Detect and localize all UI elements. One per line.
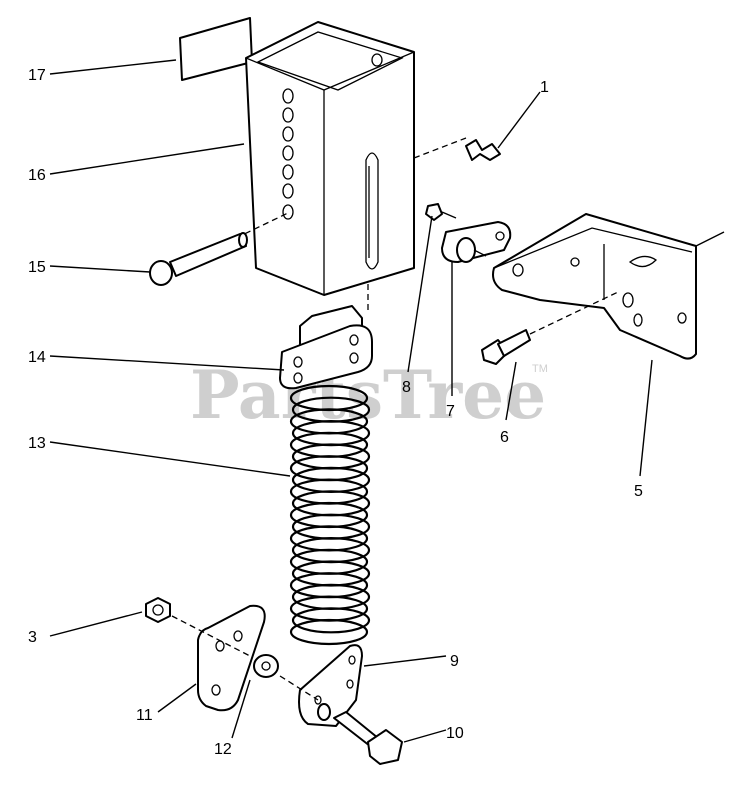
- part-13-spring[interactable]: [289, 384, 371, 646]
- part-9-lower-bracket[interactable]: [279, 644, 363, 727]
- callout-12: 12: [214, 741, 232, 758]
- part-12-washer[interactable]: [253, 654, 279, 678]
- callout-8: 8: [402, 379, 411, 396]
- part-3-lock-nut[interactable]: [145, 597, 171, 623]
- part-17-decal[interactable]: [179, 17, 253, 81]
- part-14-spacer-bracket[interactable]: [279, 305, 373, 390]
- leader-lines: [49, 59, 653, 743]
- callout-15: 15: [28, 259, 46, 276]
- callout-5: 5: [634, 483, 643, 500]
- callout-1: 1: [540, 79, 549, 96]
- part-1-hairpin-clip[interactable]: [465, 139, 501, 161]
- part-7-pivot-plate[interactable]: [441, 221, 512, 263]
- callout-3: 3: [28, 629, 37, 646]
- callout-10: 10: [446, 725, 464, 742]
- watermark-trademark: TM: [532, 363, 548, 375]
- part-15-clevis-pin[interactable]: [149, 232, 248, 286]
- part-6-bolt[interactable]: [481, 291, 619, 365]
- callout-13: 13: [28, 435, 46, 452]
- part-8-screw[interactable]: [425, 203, 457, 221]
- callout-labels: 17 16 15 14 13 3 11 12 9 10 1 8 7 6 5: [28, 67, 643, 758]
- callout-14: 14: [28, 349, 46, 366]
- callout-7: 7: [446, 403, 455, 420]
- spring-coil: [291, 607, 371, 634]
- tube-adjustment-holes: [282, 88, 294, 220]
- part-11-plate[interactable]: [171, 604, 266, 712]
- spring-coil: [289, 618, 369, 646]
- callout-16: 16: [28, 167, 46, 184]
- part-10-hex-bolt[interactable]: [333, 711, 403, 765]
- callout-9: 9: [450, 653, 459, 670]
- part-5-mounting-bracket[interactable]: [492, 213, 725, 360]
- callout-17: 17: [28, 67, 46, 84]
- part-16-square-tube[interactable]: [245, 21, 415, 296]
- assembly-line-clip: [413, 137, 467, 159]
- callout-11: 11: [136, 707, 153, 724]
- callout-6: 6: [500, 429, 509, 446]
